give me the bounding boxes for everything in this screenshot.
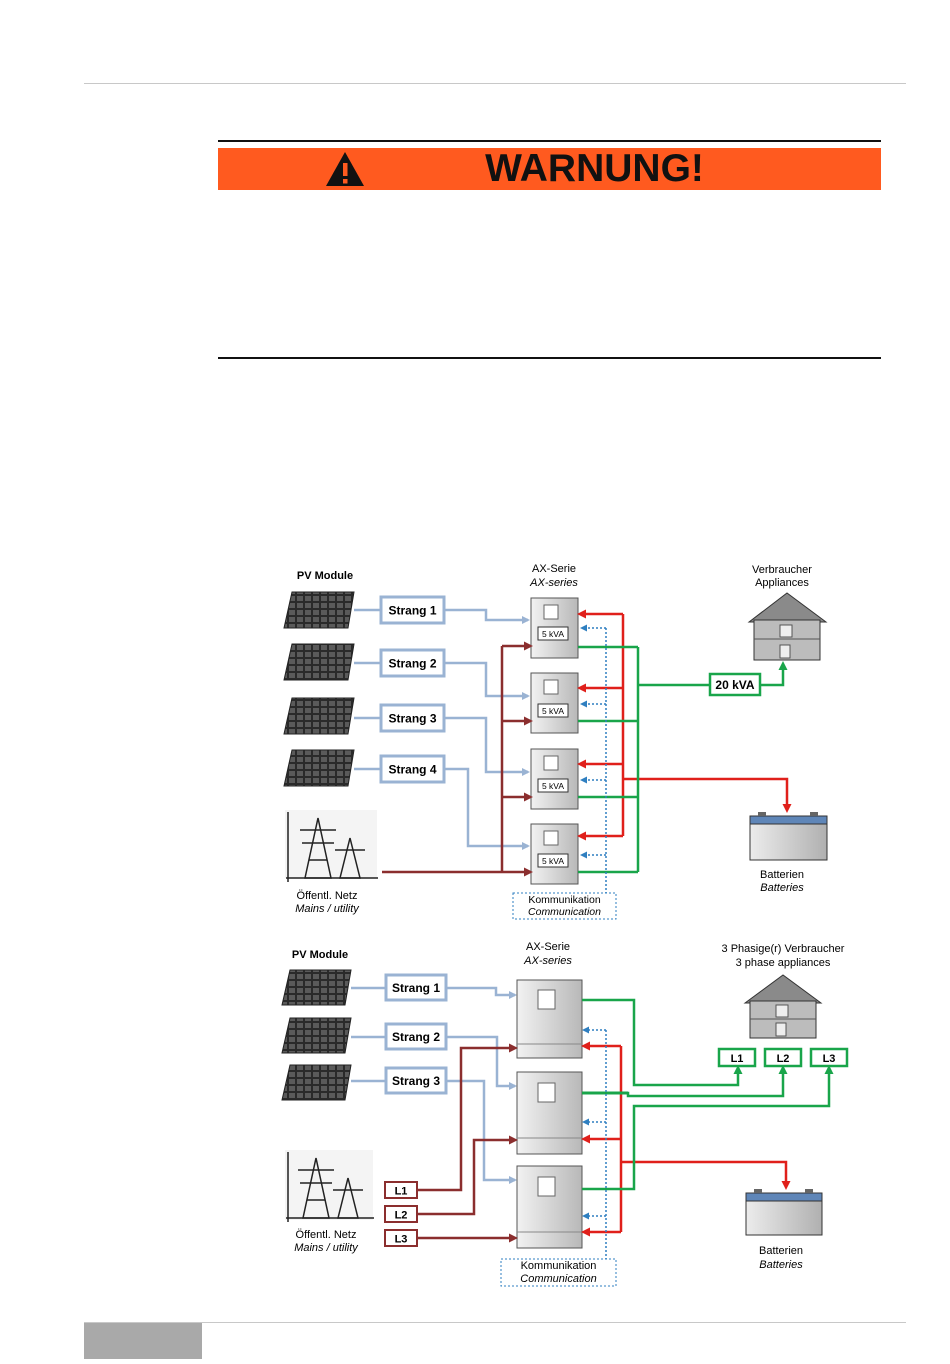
grid-lines xyxy=(382,641,533,877)
pv-label: PV Module xyxy=(297,570,353,582)
pv-panel-1 xyxy=(283,591,355,629)
appliances-subtitle: 3 phase appliances xyxy=(736,957,831,969)
pv-lines xyxy=(351,986,517,1184)
appliances-title: 3 Phasige(r) Verbraucher xyxy=(722,943,845,955)
grid-lines xyxy=(417,1043,518,1243)
pv-lines xyxy=(354,608,530,850)
battery-title: Batterien xyxy=(760,869,804,881)
pv-panel-1 xyxy=(281,969,352,1006)
output-label: 20 kVA xyxy=(715,678,754,692)
string-box-3: Strang 3 xyxy=(384,1066,448,1095)
comm-subtitle: Communication xyxy=(528,906,601,918)
string-label: Strang 3 xyxy=(392,1074,440,1088)
battery-lines xyxy=(581,1041,791,1237)
warning-title: WARNUNG! xyxy=(485,147,704,190)
output-box: 20 kVA xyxy=(708,672,762,697)
warning-banner: WARNUNG! xyxy=(218,147,881,190)
inverter-rating: 5 kVA xyxy=(542,629,564,639)
pv-panel-3 xyxy=(283,697,355,735)
inverter-1: 5 kVA xyxy=(530,597,579,659)
appliances-title: Verbraucher xyxy=(752,564,812,576)
pylon-icon xyxy=(285,1150,374,1222)
string-label: Strang 4 xyxy=(388,763,436,777)
string-label: Strang 2 xyxy=(392,1030,440,1044)
string-label: Strang 1 xyxy=(388,604,436,618)
warning-triangle-icon xyxy=(326,152,364,186)
output-phase-l2: L2 xyxy=(763,1047,803,1068)
appliances-subtitle: Appliances xyxy=(755,577,809,589)
phase-label: L2 xyxy=(777,1053,790,1065)
comm-title: Kommunikation xyxy=(521,1260,597,1272)
battery-subtitle: Batteries xyxy=(760,882,804,894)
inverter-series-subtitle: AX-series xyxy=(523,955,572,967)
string-box-2: Strang 2 xyxy=(384,1022,448,1051)
comm-lines xyxy=(582,1026,607,1259)
grid-phase-l2: L2 xyxy=(384,1205,418,1223)
comm-box: Kommunikation Communication xyxy=(500,1258,617,1287)
battery-icon xyxy=(749,812,828,861)
battery-subtitle: Batteries xyxy=(759,1259,803,1271)
inverter-rating: 5 kVA xyxy=(542,856,564,866)
inverter-3 xyxy=(516,1165,583,1249)
house-icon xyxy=(747,592,828,661)
phase-label: L1 xyxy=(731,1053,744,1065)
diagram-three-phase: PV Module Strang 1 Strang 2 Strang 3 xyxy=(281,941,849,1287)
battery-title: Batterien xyxy=(759,1245,803,1257)
warning-bottom-rule xyxy=(218,357,881,359)
phase-label: L1 xyxy=(395,1186,408,1198)
pylon-icon xyxy=(285,810,378,882)
output-phase-l3: L3 xyxy=(809,1047,849,1068)
grid-subtitle: Mains / utility xyxy=(295,903,360,915)
phase-label: L2 xyxy=(395,1210,408,1222)
header-rule xyxy=(84,83,906,84)
battery-icon xyxy=(745,1189,823,1236)
footer-rule xyxy=(84,1322,906,1323)
inverter-rating: 5 kVA xyxy=(542,706,564,716)
diagram-single-phase: PV Module Strang 1 Strang 2 Strang 3 Str… xyxy=(283,563,828,920)
comm-box: Kommunikation Communication xyxy=(512,892,617,920)
phase-label: L3 xyxy=(823,1053,836,1065)
inverter-1 xyxy=(516,979,583,1059)
string-box-4: Strang 4 xyxy=(379,754,446,784)
pv-panel-2 xyxy=(281,1017,352,1054)
grid-title: Öffentl. Netz xyxy=(297,890,358,902)
pv-panel-3 xyxy=(281,1064,352,1101)
phase-label: L3 xyxy=(395,1234,408,1246)
inverter-rating: 5 kVA xyxy=(542,781,564,791)
output-lines xyxy=(582,998,834,1191)
grid-phase-l3: L3 xyxy=(384,1229,418,1247)
pv-panel-4 xyxy=(283,749,355,787)
string-label: Strang 1 xyxy=(392,981,440,995)
comm-subtitle: Communication xyxy=(520,1273,596,1285)
comm-lines xyxy=(580,624,607,893)
comm-title: Kommunikation xyxy=(528,894,601,906)
battery-lines xyxy=(577,609,792,841)
output-lines xyxy=(578,645,788,874)
footer-page-box xyxy=(84,1323,202,1359)
grid-subtitle: Mains / utility xyxy=(294,1242,359,1254)
inverter-3: 5 kVA xyxy=(530,748,579,810)
pv-panel-2 xyxy=(283,643,355,681)
house-icon xyxy=(743,974,823,1039)
inverter-2: 5 kVA xyxy=(530,672,579,734)
inverter-2 xyxy=(516,1071,583,1155)
output-phase-l1: L1 xyxy=(717,1047,757,1068)
string-label: Strang 2 xyxy=(388,657,436,671)
string-box-1: Strang 1 xyxy=(379,595,446,625)
string-label: Strang 3 xyxy=(388,712,436,726)
inverter-4: 5 kVA xyxy=(530,823,579,885)
grid-title: Öffentl. Netz xyxy=(296,1229,357,1241)
inverter-series-title: AX-Serie xyxy=(526,941,570,953)
warning-top-rule xyxy=(218,140,881,142)
inverter-series-title: AX-Serie xyxy=(532,563,576,575)
string-box-1: Strang 1 xyxy=(384,973,448,1002)
pv-label: PV Module xyxy=(292,949,348,961)
string-box-2: Strang 2 xyxy=(379,648,446,678)
inverter-series-subtitle: AX-series xyxy=(529,577,578,589)
grid-phase-l1: L1 xyxy=(384,1181,418,1199)
string-box-3: Strang 3 xyxy=(379,703,446,733)
